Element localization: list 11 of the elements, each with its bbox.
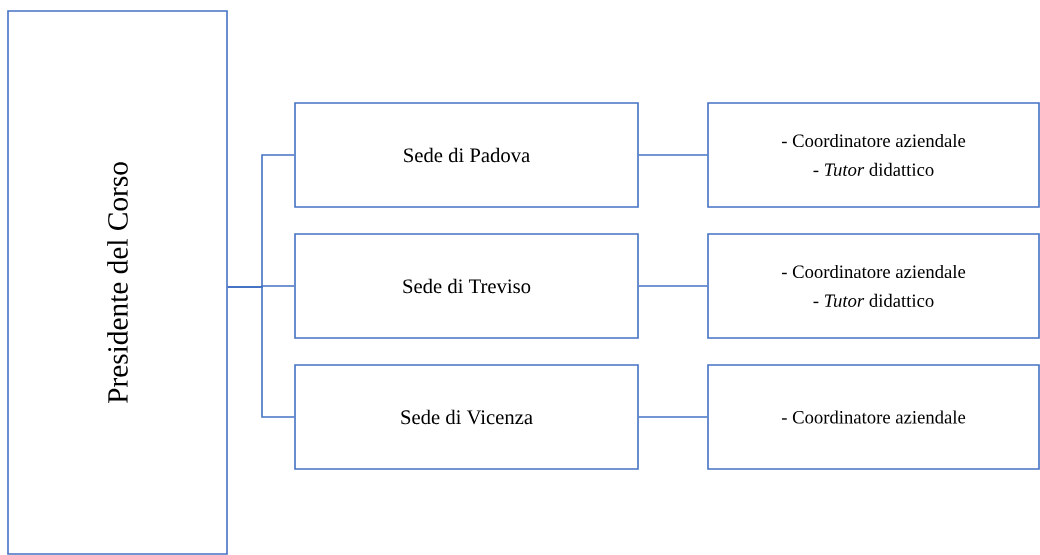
site-box: Sede di Vicenza: [294, 364, 639, 470]
site-box: Sede di Padova: [294, 102, 639, 208]
site-box: Sede di Treviso: [294, 233, 639, 339]
connector-line: [638, 154, 708, 156]
role-box: Presidente del Corso: [7, 10, 228, 555]
connector-line: [638, 285, 708, 287]
connector-line: [227, 286, 295, 418]
role-list-box: - Coordinatore aziendale - Tutor didattico: [707, 102, 1040, 208]
role-list-box: - Coordinatore aziendale - Tutor didattico: [707, 233, 1040, 339]
connector-line: [638, 416, 708, 418]
role-list-box: - Coordinatore aziendale: [707, 364, 1040, 470]
